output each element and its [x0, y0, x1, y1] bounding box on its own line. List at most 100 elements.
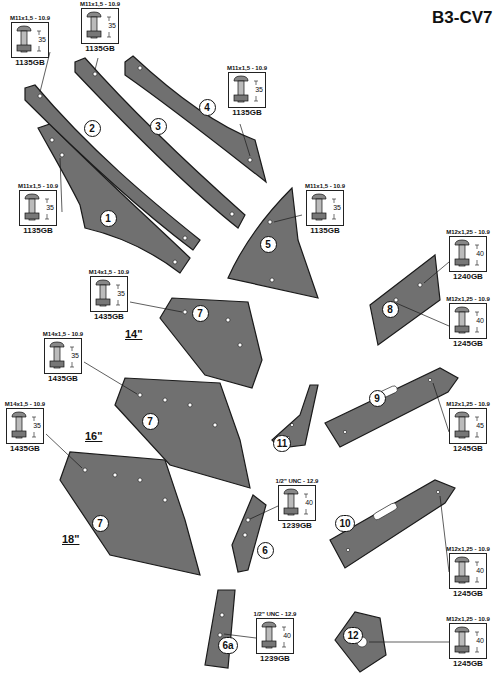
bolt-spec: M11x1,5 - 10.9 [13, 182, 63, 190]
bolt-nut [455, 431, 469, 437]
drawing-stroke [60, 452, 200, 575]
size-label: 14" [125, 328, 142, 340]
drawing-stroke [433, 383, 449, 432]
drawing-stroke [113, 473, 117, 477]
drawing-stroke [60, 158, 62, 212]
drawing-stroke [163, 498, 167, 502]
bolt-spec-box: M14x1,5 - 10.9351435GB [0, 400, 50, 454]
part-code: 1135GB [5, 58, 55, 68]
drawing-stroke [38, 94, 42, 98]
bolt-frame: 35 [306, 190, 344, 226]
part-code: 1245GB [443, 339, 493, 349]
drawing-stroke [228, 188, 318, 298]
drawing-stroke [160, 298, 262, 388]
bolt-spec: M12x1,25 - 10.9 [443, 400, 493, 408]
callout-circle: 4 [199, 99, 216, 116]
leader-lines [40, 52, 449, 642]
drawing-stroke [290, 423, 293, 426]
drawing-stroke [95, 58, 98, 70]
callout-number: 1 [102, 213, 114, 224]
bolt-head [96, 280, 110, 285]
drawing-stroke [325, 368, 458, 447]
bolt-frame: 35 [81, 8, 119, 44]
bolt-spec-box: M11x1,5 - 10.9351135GB [222, 64, 272, 118]
bolt-nut [50, 361, 64, 367]
bolt-head [234, 76, 248, 81]
callout-number: 2 [86, 123, 98, 134]
bolt-head [12, 412, 26, 417]
bolt-frame: 40 [449, 553, 487, 589]
bolt-head [312, 194, 326, 199]
bolt-spec-box: 1/2" UNC - 12.9401239GB [250, 610, 300, 664]
bolt-spec: M14x1,5 - 10.9 [84, 268, 134, 276]
drawing-stroke [346, 548, 349, 551]
bolt-nut [455, 259, 469, 265]
part-code: 1135GB [300, 226, 350, 236]
bolt-frame: 35 [90, 276, 128, 312]
bolt-spec: M11x1,5 - 10.9 [75, 0, 125, 8]
bolt-spec-box: 1/2" UNC - 12.9401239GB [272, 477, 322, 531]
drawing-stroke [84, 362, 137, 394]
drawing-stroke [183, 310, 187, 314]
bolt-head [50, 342, 64, 347]
bolt-spec-box: M11x1,5 - 10.9351135GB [300, 182, 350, 236]
bolt-frame: 40 [278, 485, 316, 521]
callout-circle: 1 [100, 210, 117, 227]
drawing-stroke [436, 490, 439, 493]
drawing-stroke [424, 262, 449, 283]
bolt-spec: M12x1,25 - 10.9 [443, 295, 493, 303]
bolt-spec-box: M14x1,5 - 10.9351435GB [38, 330, 88, 384]
bolt-nut [87, 31, 101, 37]
bolt-length: 35 [38, 36, 46, 44]
drawing-stroke [183, 236, 187, 240]
callout-number: 11 [274, 438, 291, 449]
drawing-stroke [138, 393, 142, 397]
callout-circle: 12 [343, 627, 362, 644]
drawing-stroke [274, 215, 302, 222]
callout-circle: 6 [257, 542, 274, 559]
bolt-holes [38, 66, 440, 647]
drawing-stroke [130, 302, 182, 312]
callout-number: 12 [344, 630, 361, 641]
callout-circle: 7 [142, 413, 159, 430]
bolt-length: 40 [476, 567, 484, 575]
callout-number: 7 [194, 308, 206, 319]
drawing-stroke [60, 153, 64, 157]
drawing-stroke [163, 398, 167, 402]
callout-circle: 8 [382, 301, 399, 318]
bolt-head [284, 489, 298, 494]
callout-number: 6 [259, 545, 271, 556]
bolt-length: 35 [333, 204, 341, 212]
drawing-stroke [83, 468, 87, 472]
bolt-length: 35 [117, 290, 125, 298]
bolt-head [87, 12, 101, 17]
callout-circle: 7 [192, 305, 209, 322]
bolt-nut [25, 213, 39, 219]
bolt-frame: 35 [11, 22, 49, 58]
drawing-stroke [238, 343, 242, 347]
bolt-frame: 35 [6, 408, 44, 444]
bolt-head [455, 412, 469, 417]
bolt-head [455, 627, 469, 632]
drawing-stroke [270, 278, 274, 282]
parts [25, 56, 458, 672]
drawing-stroke [232, 495, 266, 572]
bolt-spec: M11x1,5 - 10.9 [222, 64, 272, 72]
part-code: 1435GB [38, 374, 88, 384]
drawing-stroke [188, 403, 192, 407]
drawing-stroke [125, 56, 266, 182]
drawing-stroke [230, 212, 234, 216]
part-code: 1135GB [13, 226, 63, 236]
drawing-stroke [272, 385, 318, 448]
callout-number: 5 [262, 239, 274, 250]
bolt-spec-box: M11x1,5 - 10.9351135GB [5, 14, 55, 68]
bolt-nut [455, 326, 469, 332]
drawing-stroke [330, 480, 455, 568]
bolt-spec-box: M11x1,5 - 10.9351135GB [75, 0, 125, 54]
bolt-head [25, 194, 39, 199]
drawing-stroke [268, 220, 272, 224]
drawing-stroke [248, 158, 252, 162]
bolt-spec: 1/2" UNC - 12.9 [272, 477, 322, 485]
bolt-length: 35 [71, 352, 79, 360]
drawing-stroke [138, 478, 142, 482]
